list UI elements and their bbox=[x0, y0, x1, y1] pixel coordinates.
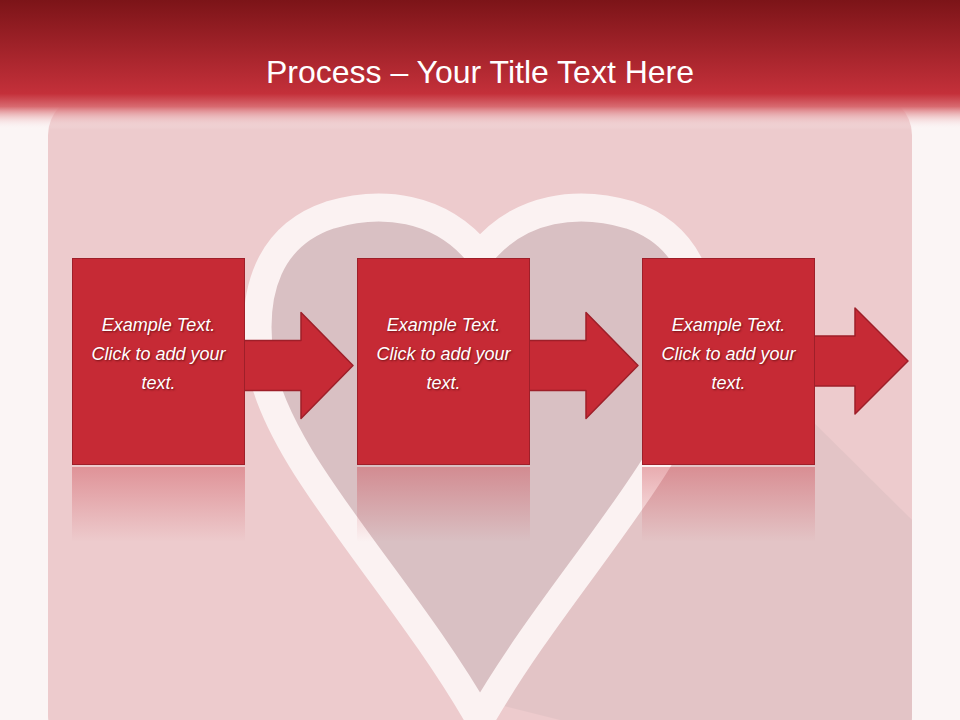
process-arrow bbox=[529, 313, 638, 419]
box-text: Example Text. Click to add your text. bbox=[89, 311, 229, 398]
box-text: Example Text. Click to add your text. bbox=[659, 311, 799, 398]
box-reflection bbox=[642, 467, 815, 542]
heart-outline bbox=[258, 208, 703, 720]
process-arrow bbox=[244, 313, 353, 419]
process-box: Example Text. Click to add your text. bbox=[642, 258, 815, 465]
process-box: Example Text. Click to add your text. bbox=[357, 258, 530, 465]
header-bar bbox=[0, 0, 960, 130]
end-arrow bbox=[814, 308, 908, 414]
slide-title: Process – Your Title Text Here bbox=[0, 52, 960, 92]
panel bbox=[48, 95, 912, 720]
process-box: Example Text. Click to add your text. bbox=[72, 258, 245, 465]
box-text: Example Text. Click to add your text. bbox=[374, 311, 514, 398]
box-reflection bbox=[72, 467, 245, 542]
box-reflection bbox=[357, 467, 530, 542]
